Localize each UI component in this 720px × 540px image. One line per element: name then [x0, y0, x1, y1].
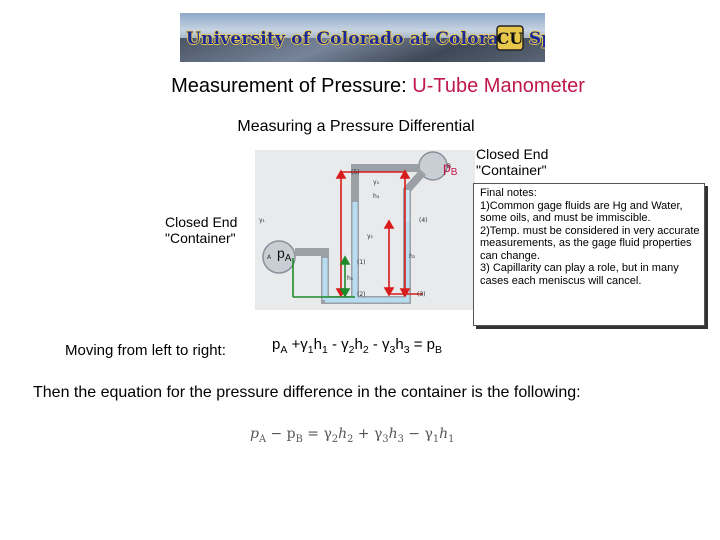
note-item-1: 1)Common gage fluids are Hg and Water, s… — [480, 199, 683, 225]
lbl-2: (2) — [357, 291, 366, 298]
moving-label: Moving from left to right: — [65, 342, 226, 359]
page-subtitle: Measuring a Pressure Differential — [237, 118, 475, 135]
cu-logo-icon: CU — [496, 25, 524, 51]
lbl-g1: γ₁ — [259, 217, 266, 224]
note-item-2: 2)Temp. must be considered in very accur… — [480, 224, 700, 262]
lbl-A: A — [267, 254, 272, 261]
then-text: Then the equation for the pressure diffe… — [33, 384, 581, 401]
title-main: Measurement of Pressure: — [171, 75, 413, 97]
final-notes-box: Final notes: 1)Common gage fluids are Hg… — [473, 183, 705, 326]
notes-title: Final notes: — [480, 187, 537, 199]
lbl-h3: h₃ — [373, 193, 380, 200]
manometer-equation: pA +γ1h1 - γ2h2 - γ3h3 = pB — [272, 336, 443, 356]
cu-logo-text: CU — [497, 29, 524, 48]
container-label-right: Closed End "Container" — [476, 146, 549, 178]
note-item-3: 3) Capillarity can play a role, but in m… — [480, 262, 679, 287]
lbl-g3: γ₃ — [373, 179, 380, 186]
container-label-left: Closed End "Container" — [165, 214, 238, 246]
title-highlight: U-Tube Manometer — [412, 75, 585, 97]
lbl-5: (5) — [351, 169, 360, 176]
banner-mountains — [180, 38, 545, 62]
lbl-B: B — [447, 163, 451, 170]
lbl-4: (4) — [419, 217, 428, 224]
container-a-shape — [262, 240, 296, 274]
banner-text: University of Colorado at Colorado Sprin… — [186, 29, 545, 49]
fluid-gamma1 — [322, 222, 410, 303]
pA-label: pA — [277, 245, 292, 264]
manometer-diagram: (5) (4) (1) (2) (3) h₃ h₂ h₁ γ₃ γ₂ γ₁ A … — [255, 150, 475, 310]
university-banner: University of Colorado at Colorado Sprin… — [180, 13, 545, 62]
pB-label: pB — [443, 159, 458, 178]
pressure-difference-equation: pA − pB = γ2h2 + γ3h3 − γ1h1 — [250, 426, 455, 445]
lbl-h2: h₂ — [409, 253, 416, 260]
lbl-h1: h₁ — [347, 275, 354, 282]
lbl-1: (1) — [357, 259, 366, 266]
page-title: Measurement of Pressure: U-Tube Manomete… — [0, 75, 720, 98]
lbl-g2: γ₂ — [367, 233, 374, 240]
lbl-3: (3) — [417, 291, 426, 298]
